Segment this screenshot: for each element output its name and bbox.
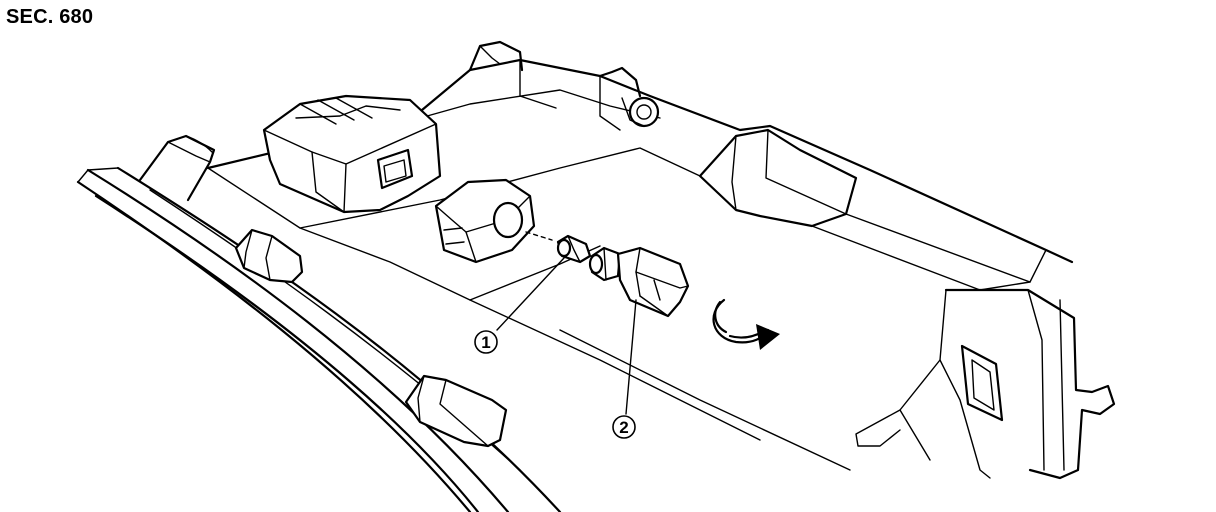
frame-clip-lower (404, 374, 508, 448)
callout-2-circle (612, 415, 636, 439)
callout-2: 2 (612, 299, 637, 439)
callout-1-number: 1 (481, 333, 490, 352)
rotation-arrow-icon (712, 298, 780, 350)
right-side-mount (855, 288, 1116, 480)
left-post (138, 134, 216, 202)
curved-trim-frame (76, 166, 562, 512)
callout-2-number: 2 (619, 418, 628, 437)
sleeve-part (556, 234, 592, 264)
section-code: SEC. 680 (6, 6, 94, 28)
assembly-axis-line (525, 231, 553, 241)
callout-1: 1 (474, 257, 565, 354)
callout-1-circle (474, 330, 498, 354)
frame-clip-upper (234, 228, 304, 284)
sensor-mount-boss (434, 178, 536, 264)
connector-block (262, 94, 442, 214)
mount-bracket (468, 40, 660, 131)
sensor-part (588, 246, 690, 318)
